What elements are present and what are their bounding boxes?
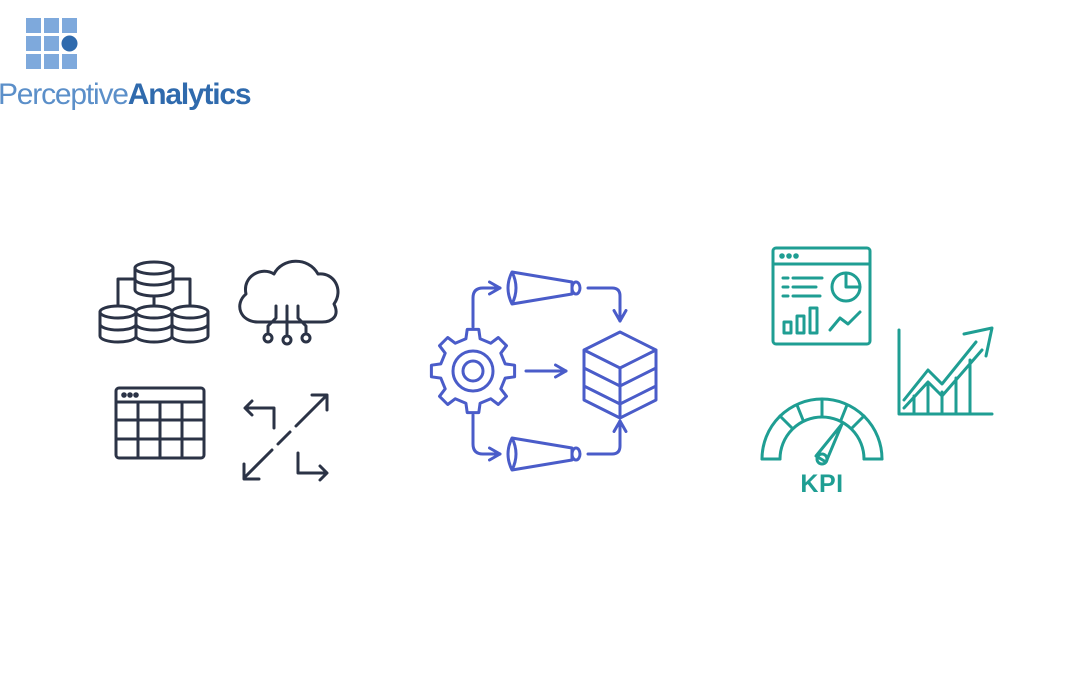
brand-logo: PerceptiveAnalytics: [0, 14, 260, 114]
dashboard-icon: [771, 246, 872, 346]
transfer-arrows-icon: [242, 393, 329, 482]
logo-grid-icon: [26, 18, 78, 69]
database-cluster-icon: [98, 260, 210, 344]
brand-name-part1: Perceptive: [0, 78, 129, 111]
growth-chart-icon: [897, 326, 994, 416]
brand-name: PerceptiveAnalytics: [0, 78, 252, 112]
kpi-label: KPI: [800, 470, 844, 498]
funnel-icon: [506, 270, 582, 306]
funnel-icon: [506, 436, 582, 472]
cloud-icon: [238, 259, 340, 346]
table-icon: [114, 386, 206, 460]
brand-name-part2: Analytics: [127, 78, 252, 111]
data-stack-icon: [582, 330, 658, 420]
gear-icon: [429, 327, 517, 415]
flow-arrows: [471, 280, 628, 462]
gauge-icon: [760, 397, 884, 466]
